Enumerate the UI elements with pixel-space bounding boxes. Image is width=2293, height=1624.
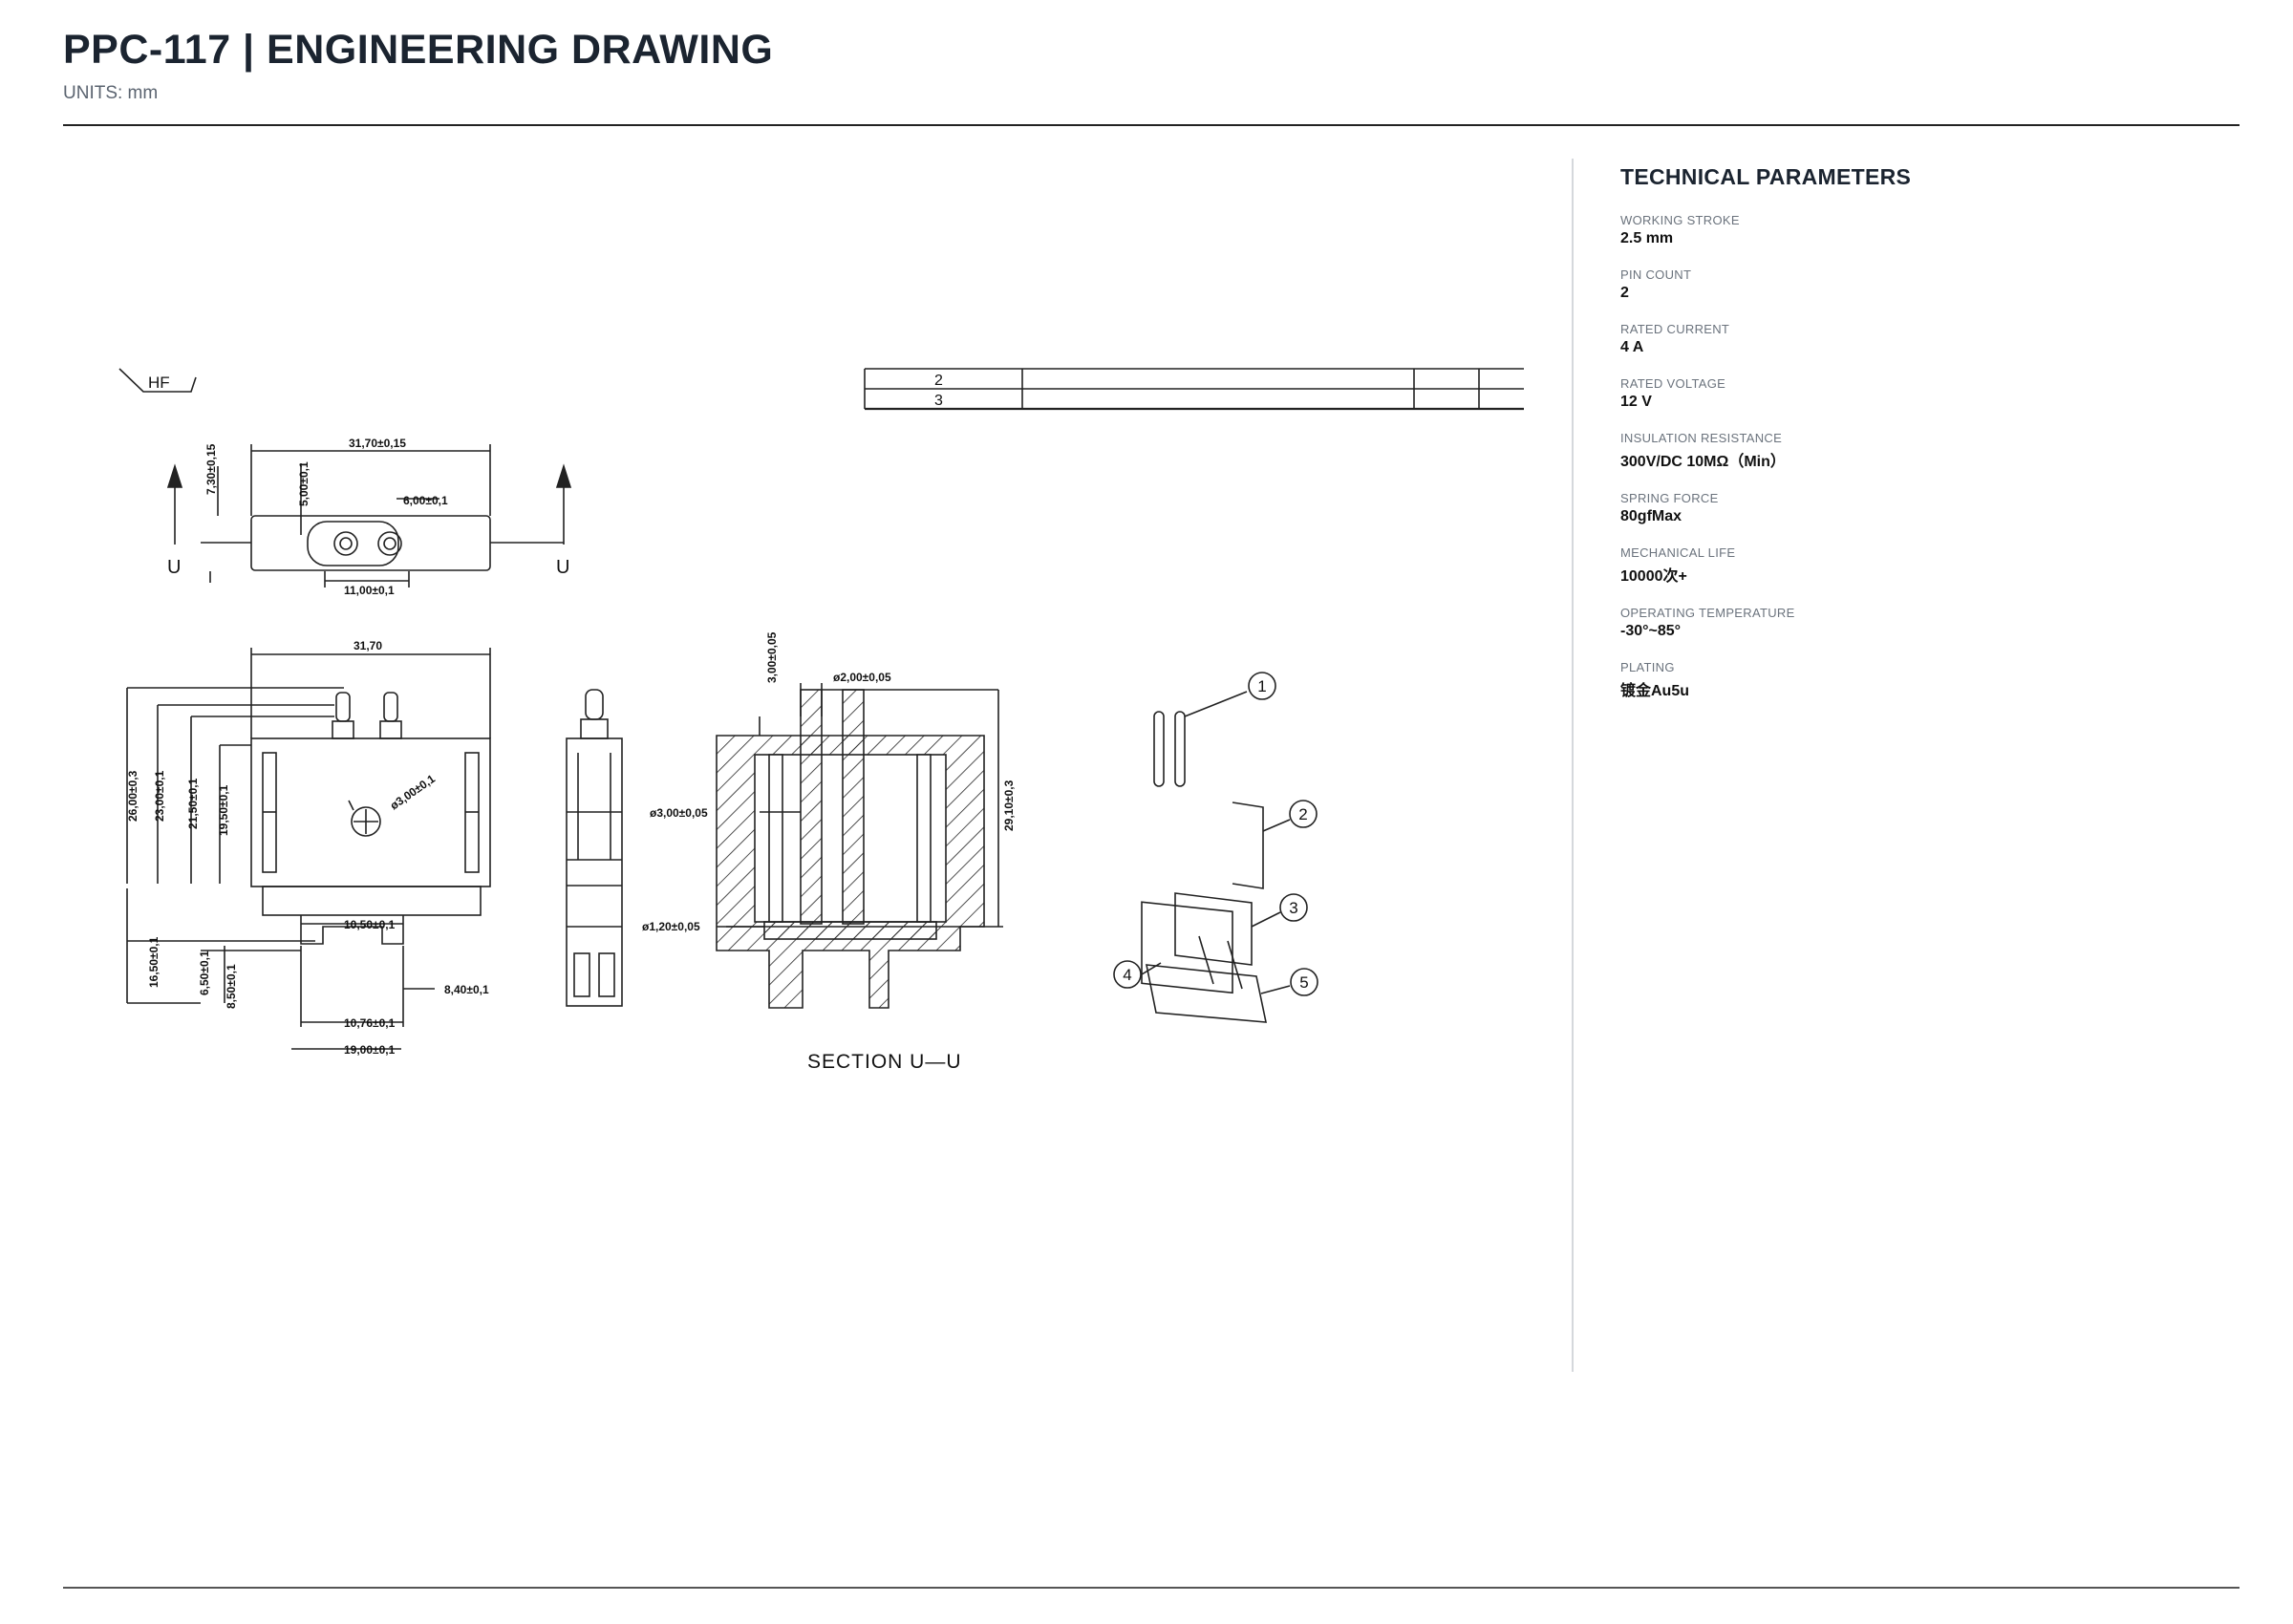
param-label: SPRING FORCE	[1620, 491, 1719, 505]
param-pin-count: PIN COUNT 2	[1620, 267, 2213, 302]
param-label: MECHANICAL LIFE	[1620, 545, 1736, 560]
param-rated-voltage: RATED VOLTAGE 12 V	[1620, 376, 2213, 411]
dim-section-hole: ø1,20±0,05	[642, 920, 700, 933]
isometric-view	[1141, 691, 1291, 1023]
dim-foot-1: 10,50±0,1	[344, 918, 396, 931]
section-marker-left: U	[167, 557, 181, 578]
front-view	[126, 648, 491, 1050]
dim-foot-2: 6,50±0,1	[198, 951, 211, 995]
dim-hole-offset: 5,00±0,1	[297, 461, 311, 506]
param-working-stroke: WORKING STROKE 2.5 mm	[1620, 213, 2213, 247]
callout-4-marker	[1113, 960, 1142, 989]
param-value: 300V/DC 10MΩ（Min）	[1620, 454, 1786, 470]
param-rated-current: RATED CURRENT 4 A	[1620, 322, 2213, 356]
footer-divider	[63, 1587, 2239, 1589]
engineering-drawing: 2 3 HF U U SECTION U—U 31,70±0,15 7,30±0…	[118, 368, 1524, 1073]
dim-foot-5: 10,76±0,1	[344, 1016, 396, 1030]
units-label: UNITS: mm	[63, 83, 159, 103]
param-value: 80gfMax	[1620, 508, 1682, 524]
param-value: 10000次+	[1620, 568, 1687, 585]
callout-5: 5	[1299, 973, 1308, 992]
revision-table	[864, 368, 1524, 411]
dim-span: 11,00±0,1	[344, 584, 395, 597]
dim-foot-4: 8,40±0,1	[444, 983, 489, 996]
header-divider	[63, 124, 2239, 126]
dim-top-width: 31,70±0,15	[349, 437, 406, 450]
side-view	[566, 689, 623, 1007]
dim-pin-pitch: 6,00±0,1	[403, 494, 448, 507]
dim-foot-3: 8,50±0,1	[225, 964, 238, 1009]
param-value: -30°~85°	[1620, 623, 1682, 639]
dim-top-offset: 7,30±0,15	[204, 443, 218, 495]
panel-divider	[1572, 159, 1574, 1372]
dim-section-height: 29,10±0,3	[1002, 780, 1016, 831]
param-value: 2	[1620, 285, 1629, 301]
callout-2: 2	[1298, 805, 1307, 823]
param-label: PLATING	[1620, 660, 1675, 674]
param-value: 4 A	[1620, 339, 1644, 355]
param-value: 12 V	[1620, 394, 1652, 410]
param-value: 镀金Au5u	[1620, 683, 1690, 699]
dim-section-bore: ø3,00±0,05	[650, 806, 708, 820]
table-row-3: 3	[934, 393, 943, 409]
dim-front-hole: ø3,00±0,1	[388, 772, 438, 813]
callout-4: 4	[1123, 966, 1131, 984]
param-plating: PLATING 镀金Au5u	[1620, 660, 2213, 700]
top-view	[166, 444, 572, 588]
param-spring-force: SPRING FORCE 80gfMax	[1620, 491, 2213, 525]
dim-h2: 23,00±0,1	[153, 770, 166, 822]
param-label: OPERATING TEMPERATURE	[1620, 606, 1795, 620]
callout-3-marker	[1279, 893, 1308, 922]
dim-front-width: 31,70	[354, 639, 382, 652]
parameters-heading: TECHNICAL PARAMETERS	[1620, 164, 1912, 189]
callout-2-marker	[1289, 800, 1318, 828]
dim-low: 16,50±0,1	[147, 936, 161, 988]
table-row-2: 2	[934, 373, 943, 389]
param-label: RATED VOLTAGE	[1620, 376, 1726, 391]
callout-5-marker	[1290, 968, 1318, 996]
page-header: PPC-117 | ENGINEERING DRAWING UNITS: mm	[63, 27, 2241, 104]
dim-h4: 19,50±0,1	[217, 784, 230, 836]
section-marker-right: U	[556, 557, 569, 578]
dim-section-top: 3,00±0,05	[765, 631, 779, 683]
callout-1: 1	[1257, 677, 1266, 695]
page-title: PPC-117 | ENGINEERING DRAWING	[63, 27, 774, 73]
technical-parameters-panel: TECHNICAL PARAMETERS WORKING STROKE 2.5 …	[1620, 164, 2213, 720]
param-operating-temperature: OPERATING TEMPERATURE -30°~85°	[1620, 606, 2213, 640]
param-label: PIN COUNT	[1620, 267, 1692, 282]
dim-foot-6: 19,00±0,1	[344, 1043, 396, 1057]
section-view	[716, 683, 1003, 1009]
param-label: WORKING STROKE	[1620, 213, 1740, 227]
hf-label: HF	[148, 374, 170, 392]
callout-3: 3	[1289, 899, 1297, 917]
param-label: INSULATION RESISTANCE	[1620, 431, 1783, 445]
callout-1-marker	[1248, 672, 1276, 700]
dim-h3: 21,50±0,1	[186, 778, 200, 829]
dim-h1: 26,00±0,3	[126, 770, 139, 822]
param-value: 2.5 mm	[1620, 230, 1674, 246]
section-caption: SECTION U—U	[807, 1051, 962, 1073]
param-label: RATED CURRENT	[1620, 322, 1730, 336]
param-mechanical-life: MECHANICAL LIFE 10000次+	[1620, 545, 2213, 586]
param-insulation-resistance: INSULATION RESISTANCE 300V/DC 10MΩ（Min）	[1620, 431, 2213, 471]
dim-section-pin: ø2,00±0,05	[833, 671, 891, 684]
